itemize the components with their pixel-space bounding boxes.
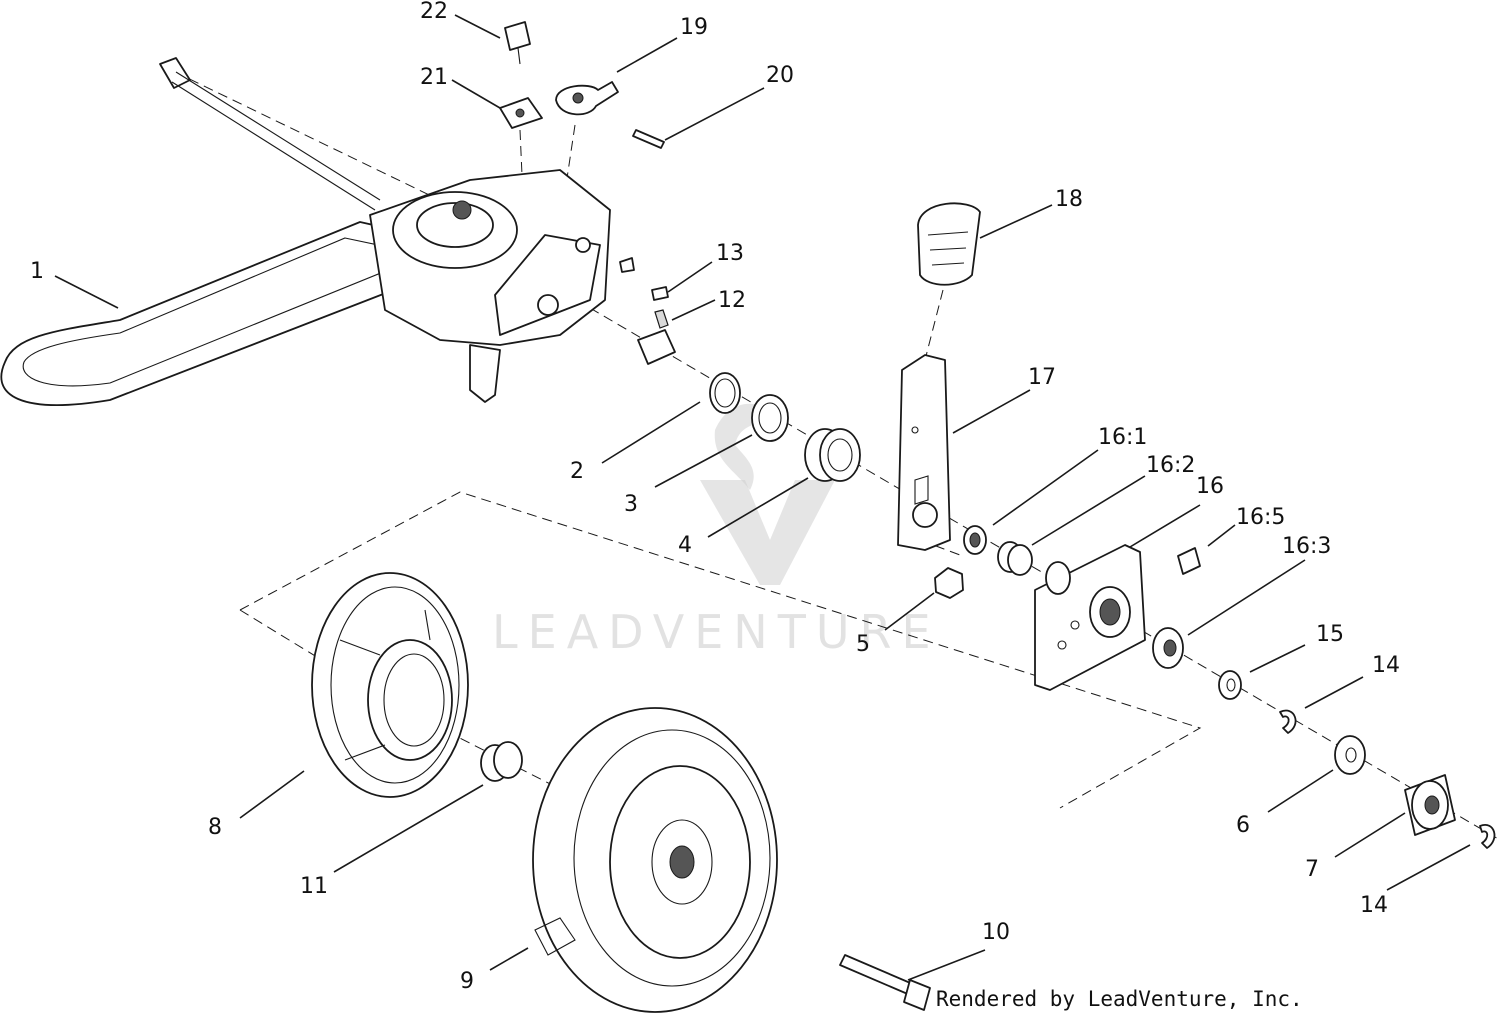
clip-part-14-lower: [1479, 824, 1496, 849]
spacer-part-16-2: [997, 541, 1033, 576]
callout-10: 10: [982, 920, 1010, 945]
callout-leader-lines: [54, 14, 1471, 981]
wheel-cover-part-8: [311, 572, 469, 798]
spacer-part-16-3: [1152, 627, 1184, 669]
nut-part-5: [934, 567, 964, 599]
retaining-ring-part-2: [709, 372, 741, 414]
render-credit: Rendered by LeadVenture, Inc.: [936, 987, 1303, 1011]
clip-part-14-upper: [1279, 709, 1297, 734]
callout-6: 6: [1236, 813, 1250, 838]
callout-16: 16: [1196, 474, 1224, 499]
callout-16-2: 16:2: [1146, 453, 1195, 478]
callout-11: 11: [300, 874, 328, 899]
callout-5: 5: [856, 632, 870, 657]
transmission-housing: [369, 169, 635, 403]
pin-part-20: [632, 129, 665, 149]
drive-belt-part-1: [0, 57, 441, 406]
callout-22: 22: [420, 0, 448, 24]
wheel-part-9: [532, 707, 778, 1013]
clip-part-21: [499, 97, 543, 129]
callout-14-upper: 14: [1372, 653, 1400, 678]
callout-2: 2: [570, 459, 584, 484]
callout-19: 19: [680, 15, 708, 40]
watermark-text: LEADVENTURE: [492, 605, 941, 659]
lever-part-19: [555, 81, 619, 116]
callout-21: 21: [420, 65, 448, 90]
bolt-part-22: [504, 21, 531, 65]
callout-17: 17: [1028, 365, 1056, 390]
watermark-logo: [700, 403, 835, 585]
callout-20: 20: [766, 63, 794, 88]
callout-16-3: 16:3: [1282, 534, 1331, 559]
bushing-part-11: [480, 741, 523, 782]
callout-4: 4: [678, 533, 692, 558]
callout-15: 15: [1316, 622, 1344, 647]
knob-part-18: [917, 202, 981, 286]
callout-9: 9: [460, 969, 474, 994]
callout-labels: 1 2 3 4 5 6 7 8 9 10 11 12 13 14 14 15 1…: [30, 0, 1400, 994]
callout-16-5: 16:5: [1236, 505, 1285, 530]
adjuster-plate-part-17: [897, 354, 951, 551]
washer-part-6: [1334, 735, 1366, 775]
callout-18: 18: [1055, 187, 1083, 212]
callout-1: 1: [30, 259, 44, 284]
axle-bolt-part-10: [839, 954, 931, 1011]
bushing-part-4: [804, 428, 861, 482]
washer-part-15: [1218, 670, 1242, 700]
bearing-part-16-1: [963, 525, 987, 555]
callout-14-lower: 14: [1360, 893, 1388, 918]
axle-shaft: [637, 286, 676, 365]
callout-3: 3: [624, 492, 638, 517]
callout-12: 12: [718, 288, 746, 313]
wheel-bracket-part-16: [1034, 544, 1146, 691]
callout-13: 13: [716, 241, 744, 266]
washer-part-3: [751, 394, 789, 442]
callout-16-1: 16:1: [1098, 425, 1147, 450]
fitting-part-16-5: [1177, 547, 1201, 575]
callout-7: 7: [1305, 857, 1319, 882]
callout-8: 8: [208, 815, 222, 840]
gear-part-7: [1404, 774, 1456, 836]
